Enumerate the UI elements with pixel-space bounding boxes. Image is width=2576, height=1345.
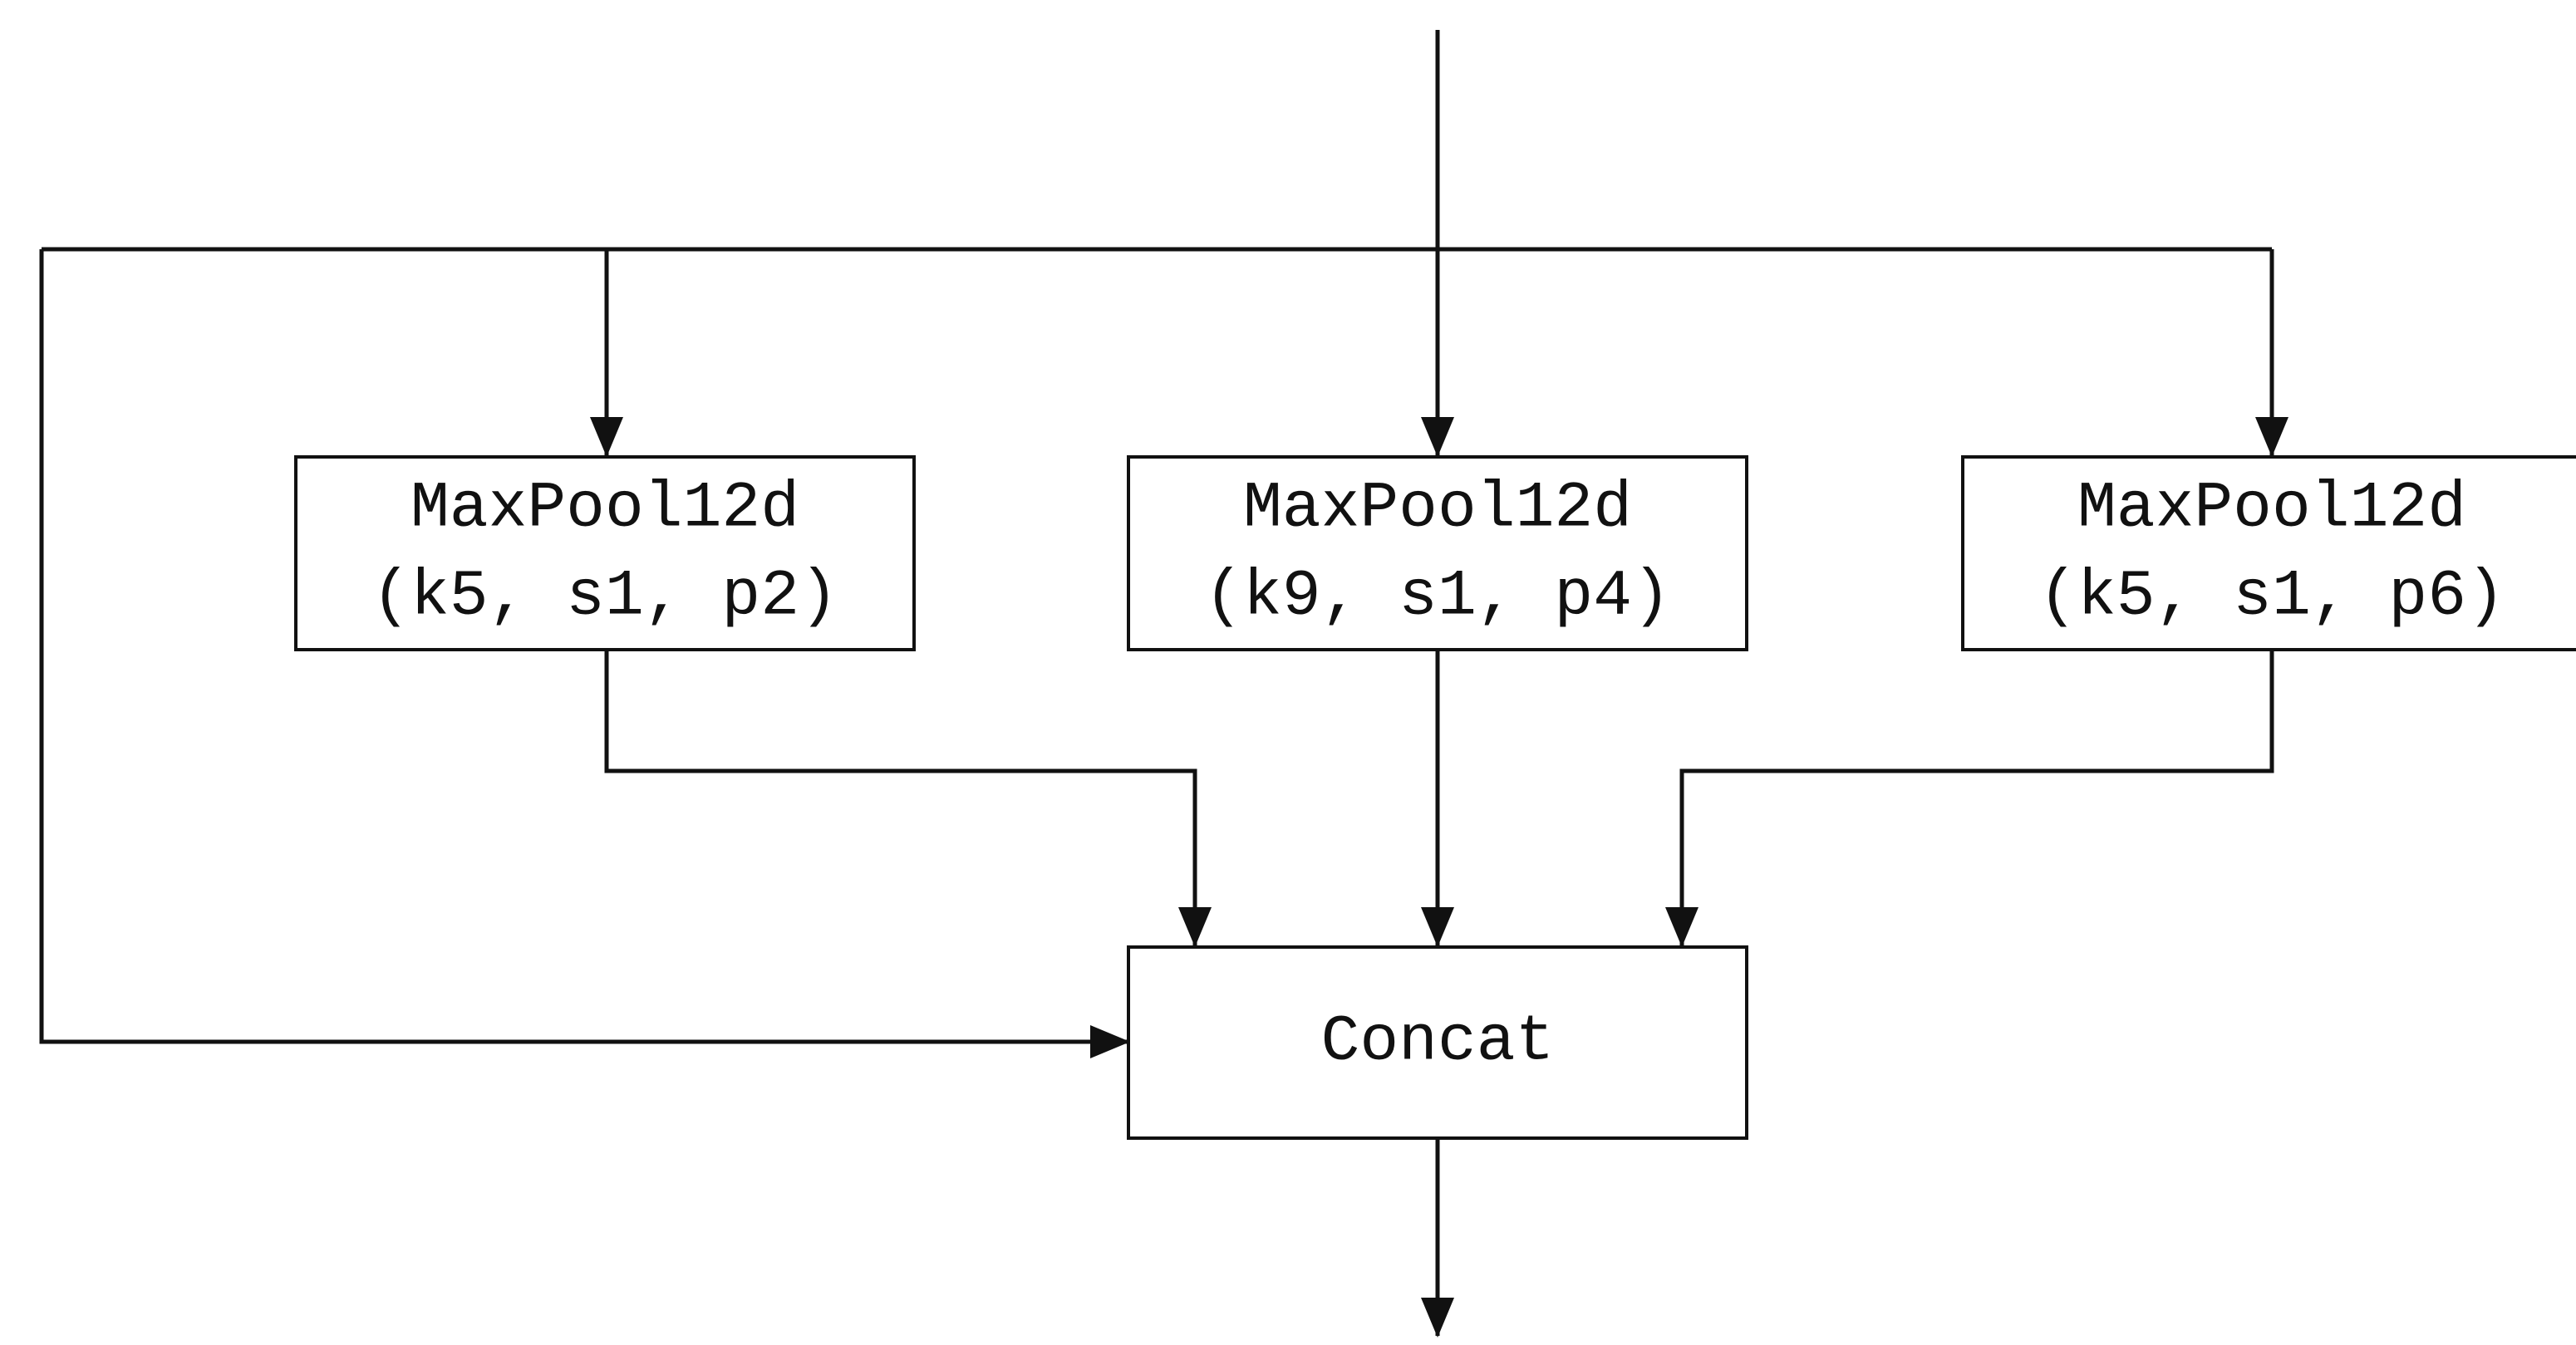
maxpool-box-right: MaxPool12d (k5, s1, p6) [1961,455,2576,651]
concat-label: Concat [1321,1006,1555,1079]
maxpool-box-middle: MaxPool12d (k9, s1, p4) [1127,455,1748,651]
maxpool-right-params: (k5, s1, p6) [2038,561,2505,634]
skip-connection-arrow [39,249,1130,1058]
pool-left-output-arrow [604,650,1212,947]
concat-box: Concat [1127,945,1748,1140]
maxpool-left-name: MaxPool12d [410,473,799,546]
maxpool-middle-name: MaxPool12d [1243,473,1632,546]
maxpool-middle-params: (k9, s1, p4) [1204,561,1671,634]
maxpool-box-left: MaxPool12d (k5, s1, p2) [294,455,916,651]
maxpool-left-params: (k5, s1, p2) [371,561,838,634]
maxpool-right-name: MaxPool12d [2077,473,2466,546]
pool-right-output-arrow [1665,650,2274,947]
